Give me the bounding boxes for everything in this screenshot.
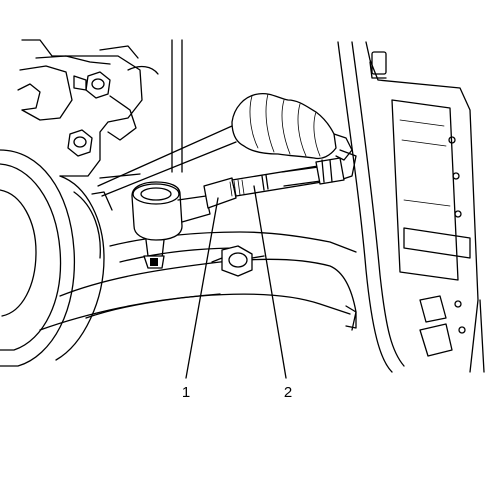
lower-control-arm [39,231,357,331]
callout-2-label: 2 [284,384,292,401]
upper-bolt [73,71,111,99]
drive-axle [97,92,357,197]
brake-rotor [0,149,141,367]
steering-knuckle-bracket [17,39,159,177]
tie-rod [203,157,345,209]
outer-tie-rod-end [131,181,211,269]
callout-1-label: 1 [182,384,190,401]
ball-joint-bolt [211,245,265,277]
strut-rod [171,39,183,173]
callout-leaders [185,185,287,379]
body-panel [337,41,485,373]
lower-bolt [67,129,93,157]
